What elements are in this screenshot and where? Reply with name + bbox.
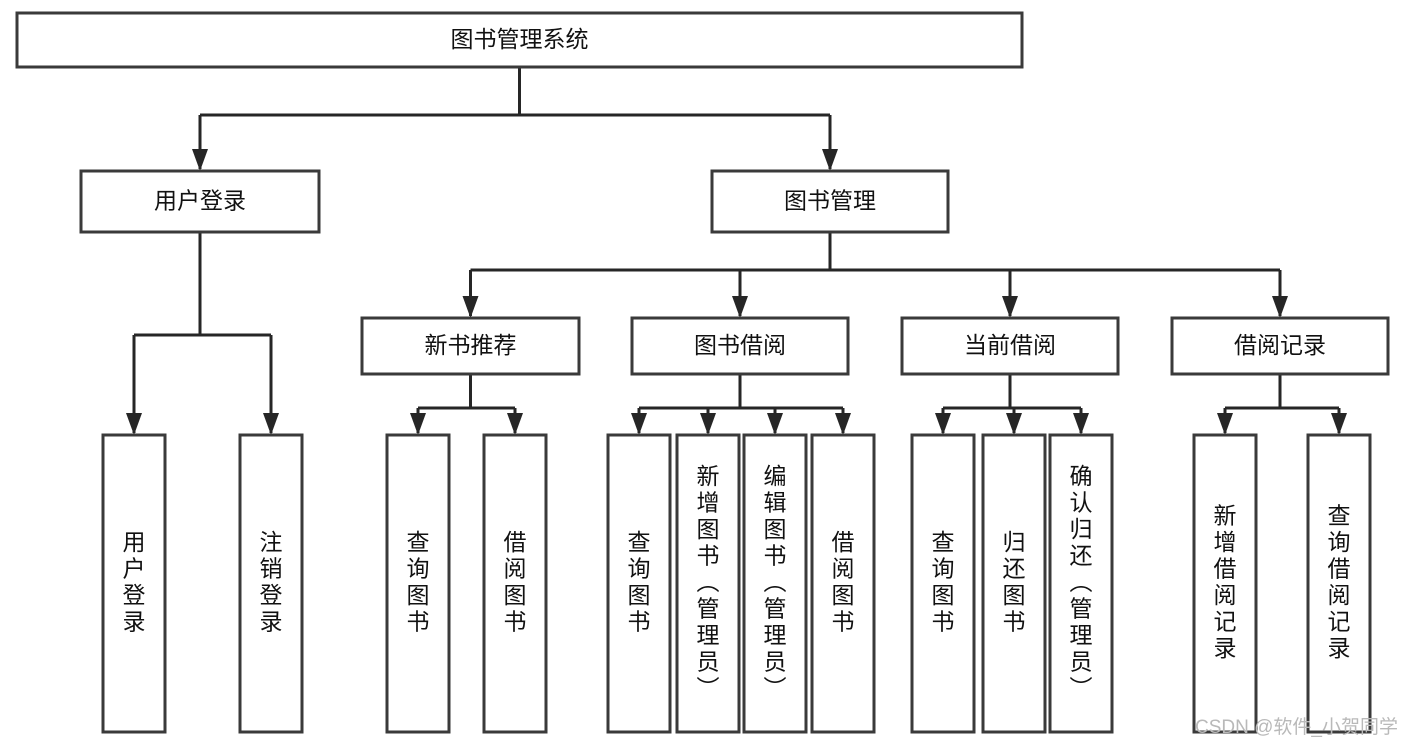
node-label-leaf-query-book-3: 查询图书 [932, 529, 955, 635]
node-box-book-manage[interactable] [710, 169, 950, 234]
node-box-leaf-query-book-1[interactable] [385, 433, 451, 734]
node-leaf-logout[interactable]: 注销登录 [238, 433, 304, 734]
node-borrow-record[interactable]: 借阅记录 [1170, 316, 1390, 376]
node-box-leaf-query-borrow-record[interactable] [1306, 433, 1372, 734]
node-box-leaf-logout[interactable] [238, 433, 304, 734]
node-root[interactable]: 图书管理系统 [15, 11, 1024, 69]
node-label-leaf-borrow-book-2: 借阅图书 [832, 529, 855, 635]
node-leaf-query-book-2[interactable]: 查询图书 [606, 433, 672, 734]
node-box-leaf-query-book-3[interactable] [910, 433, 976, 734]
node-box-leaf-return-book[interactable] [981, 433, 1047, 734]
node-label-leaf-user-login: 用户登录 [123, 529, 146, 635]
node-user-login[interactable]: 用户登录 [79, 169, 321, 234]
node-leaf-borrow-book-1[interactable]: 借阅图书 [482, 433, 548, 734]
node-leaf-query-book-1[interactable]: 查询图书 [385, 433, 451, 734]
node-label-book-manage: 图书管理 [784, 188, 876, 214]
node-label-user-login: 用户登录 [154, 188, 246, 214]
node-box-leaf-confirm-return-admin[interactable] [1048, 433, 1114, 734]
connectors-layer [126, 67, 1347, 435]
node-leaf-user-login[interactable]: 用户登录 [101, 433, 167, 734]
node-leaf-add-borrow-record[interactable]: 新增借阅记录 [1192, 433, 1258, 734]
node-label-book-borrow: 图书借阅 [694, 332, 786, 358]
node-leaf-return-book[interactable]: 归还图书 [981, 433, 1047, 734]
node-new-book-rec[interactable]: 新书推荐 [360, 316, 581, 376]
node-box-leaf-user-login[interactable] [101, 433, 167, 734]
node-box-current-borrow[interactable] [900, 316, 1120, 376]
node-label-leaf-edit-book-admin: 编辑图书︵管理员︶ [764, 463, 787, 701]
node-label-leaf-confirm-return-admin: 确认归还︵管理员︶ [1070, 463, 1093, 701]
node-label-leaf-query-book-1: 查询图书 [407, 529, 430, 635]
node-book-manage[interactable]: 图书管理 [710, 169, 950, 234]
node-leaf-add-book-admin[interactable]: 新增图书︵管理员︶ [675, 433, 741, 734]
node-label-root: 图书管理系统 [451, 26, 589, 52]
node-leaf-borrow-book-2[interactable]: 借阅图书 [810, 433, 876, 734]
node-label-leaf-add-borrow-record: 新增借阅记录 [1214, 503, 1237, 662]
node-label-leaf-query-borrow-record: 查询借阅记录 [1328, 503, 1351, 662]
node-book-borrow[interactable]: 图书借阅 [630, 316, 850, 376]
node-box-leaf-add-borrow-record[interactable] [1192, 433, 1258, 734]
node-box-leaf-add-book-admin[interactable] [675, 433, 741, 734]
node-leaf-query-book-3[interactable]: 查询图书 [910, 433, 976, 734]
node-label-new-book-rec: 新书推荐 [425, 332, 517, 358]
node-box-root[interactable] [15, 11, 1024, 69]
node-box-leaf-borrow-book-1[interactable] [482, 433, 548, 734]
node-box-book-borrow[interactable] [630, 316, 850, 376]
node-leaf-confirm-return-admin[interactable]: 确认归还︵管理员︶ [1048, 433, 1114, 734]
node-box-leaf-query-book-2[interactable] [606, 433, 672, 734]
node-box-new-book-rec[interactable] [360, 316, 581, 376]
node-current-borrow[interactable]: 当前借阅 [900, 316, 1120, 376]
node-label-borrow-record: 借阅记录 [1234, 332, 1326, 358]
nodes-layer: 图书管理系统用户登录图书管理新书推荐图书借阅当前借阅借阅记录用户登录注销登录查询… [15, 11, 1390, 734]
csdn-watermark: CSDN @软件_小贺同学 [1195, 716, 1398, 738]
node-label-leaf-query-book-2: 查询图书 [628, 529, 651, 635]
node-box-user-login[interactable] [79, 169, 321, 234]
node-leaf-edit-book-admin[interactable]: 编辑图书︵管理员︶ [742, 433, 808, 734]
node-label-current-borrow: 当前借阅 [964, 332, 1056, 358]
node-label-leaf-borrow-book-1: 借阅图书 [504, 529, 527, 635]
node-label-leaf-return-book: 归还图书 [1003, 529, 1026, 635]
node-label-leaf-logout: 注销登录 [260, 529, 283, 635]
node-label-leaf-add-book-admin: 新增图书︵管理员︶ [697, 463, 720, 701]
node-leaf-query-borrow-record[interactable]: 查询借阅记录 [1306, 433, 1372, 734]
node-box-leaf-edit-book-admin[interactable] [742, 433, 808, 734]
node-box-borrow-record[interactable] [1170, 316, 1390, 376]
node-box-leaf-borrow-book-2[interactable] [810, 433, 876, 734]
